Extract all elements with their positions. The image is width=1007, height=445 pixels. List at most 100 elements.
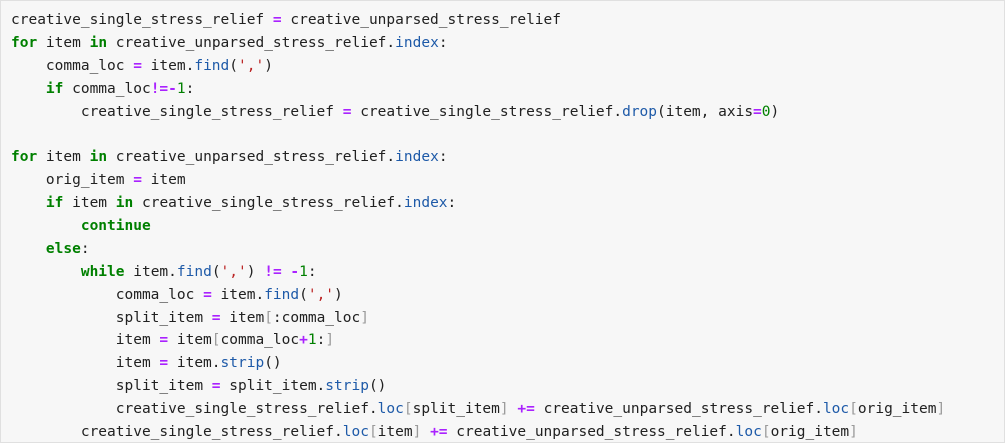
code-token: = [133,172,142,189]
code-token: : [438,149,448,166]
code-token [11,241,46,257]
code-line: split_item = item[:comma_loc] [11,307,945,330]
code-token: ',' [220,263,247,280]
code-line: creative_single_stress_relief.loc[item] … [11,421,945,444]
code-token: item [63,195,116,212]
code-token: ] [499,401,509,418]
code-token: orig_item [770,424,850,441]
code-token: creative_single_stress_relief [11,12,273,28]
code-token: ] [936,401,946,418]
code-token: 1 [307,332,317,349]
code-token: ( [299,286,308,303]
code-line: creative_single_stress_relief = creative… [11,9,945,32]
code-token: : [438,34,448,51]
code-token: ] [360,309,369,326]
code-block[interactable]: creative_single_stress_relief = creative… [11,9,945,444]
code-token: [ [849,401,858,418]
code-line: for item in creative_unparsed_stress_rel… [11,32,945,55]
code-token: loc [735,424,762,441]
code-token [11,264,81,280]
code-token [421,424,430,440]
code-token [11,218,81,234]
code-token: item [37,149,90,166]
code-token: item. [124,263,177,280]
code-line: split_item = split_item.strip() [11,375,945,398]
code-token: comma_loc [220,332,300,349]
code-token: in [115,195,134,212]
code-token: ( [211,263,221,280]
code-token: = [211,378,221,395]
code-token: else [45,240,81,257]
code-token: find [176,263,212,280]
code-token: item [11,355,160,372]
code-token: for [11,149,38,166]
code-line: comma_loc = item.find(',') [11,284,945,307]
code-token: for [11,34,38,51]
code-token: item [141,172,186,189]
code-token: ] [412,424,422,441]
code-token: strip [325,378,369,395]
code-token: : [185,80,195,97]
code-token: ] [849,424,858,441]
code-token: = [342,103,352,120]
code-token: : [80,240,90,257]
code-line: creative_single_stress_relief = creative… [11,101,945,124]
code-token: loc [342,424,369,441]
code-token: 0 [761,103,771,120]
code-token: split_item [412,401,500,418]
code-token: + [299,332,308,349]
code-token: creative_single_stress_relief [11,103,343,120]
code-token: orig_item [11,172,134,189]
code-token: index [395,149,439,166]
code-token: = [211,309,221,326]
code-token: item. [211,286,265,303]
code-token: index [403,195,448,212]
code-token: = [159,355,169,372]
code-token: = [203,286,212,303]
code-token: orig_item [857,401,937,418]
code-line: while item.find(',') != -1: [11,261,945,284]
code-token: [ [264,309,273,326]
code-token: split_item [11,378,212,395]
code-token: while [80,263,125,280]
code-token [11,81,46,97]
code-token: ] [325,332,335,349]
code-token: ',' [238,57,265,74]
code-token: != [264,263,282,280]
code-line: for item in creative_unparsed_stress_rel… [11,146,945,169]
code-line: orig_item = item [11,169,945,192]
code-token: creative_single_stress_relief. [133,195,404,212]
code-token: = [272,12,282,28]
code-token: = [159,332,169,349]
code-token: creative_single_stress_relief. [11,401,378,418]
code-token: () [368,378,387,395]
code-token: = [133,57,142,74]
code-token: creative_single_stress_relief. [11,424,343,441]
code-token: item. [141,57,195,74]
code-token: item [11,332,160,349]
code-token: : [316,332,326,349]
code-token: find [194,57,230,74]
code-line: item = item.strip() [11,352,945,375]
code-token: drop [622,103,658,120]
code-token: - [290,263,300,280]
code-token: continue [80,218,151,235]
code-token: 1 [176,80,186,97]
code-token: += [430,424,448,441]
code-token: ( [229,57,238,74]
code-token: [ [761,424,771,441]
code-line: creative_single_stress_relief.loc[split_… [11,398,945,421]
code-token: creative_unparsed_stress_relief. [107,34,396,51]
code-token: item [220,309,265,326]
code-token: creative_unparsed_stress_relief. [447,424,736,441]
code-token: : [447,195,457,212]
code-token: 1 [299,263,308,280]
code-line: continue [11,215,945,238]
code-token: ) [334,286,343,303]
code-token: [ [211,332,221,349]
code-token: split_item. [220,378,326,395]
code-token: item [168,332,212,349]
code-token: index [395,34,439,51]
code-token: : [307,263,317,280]
